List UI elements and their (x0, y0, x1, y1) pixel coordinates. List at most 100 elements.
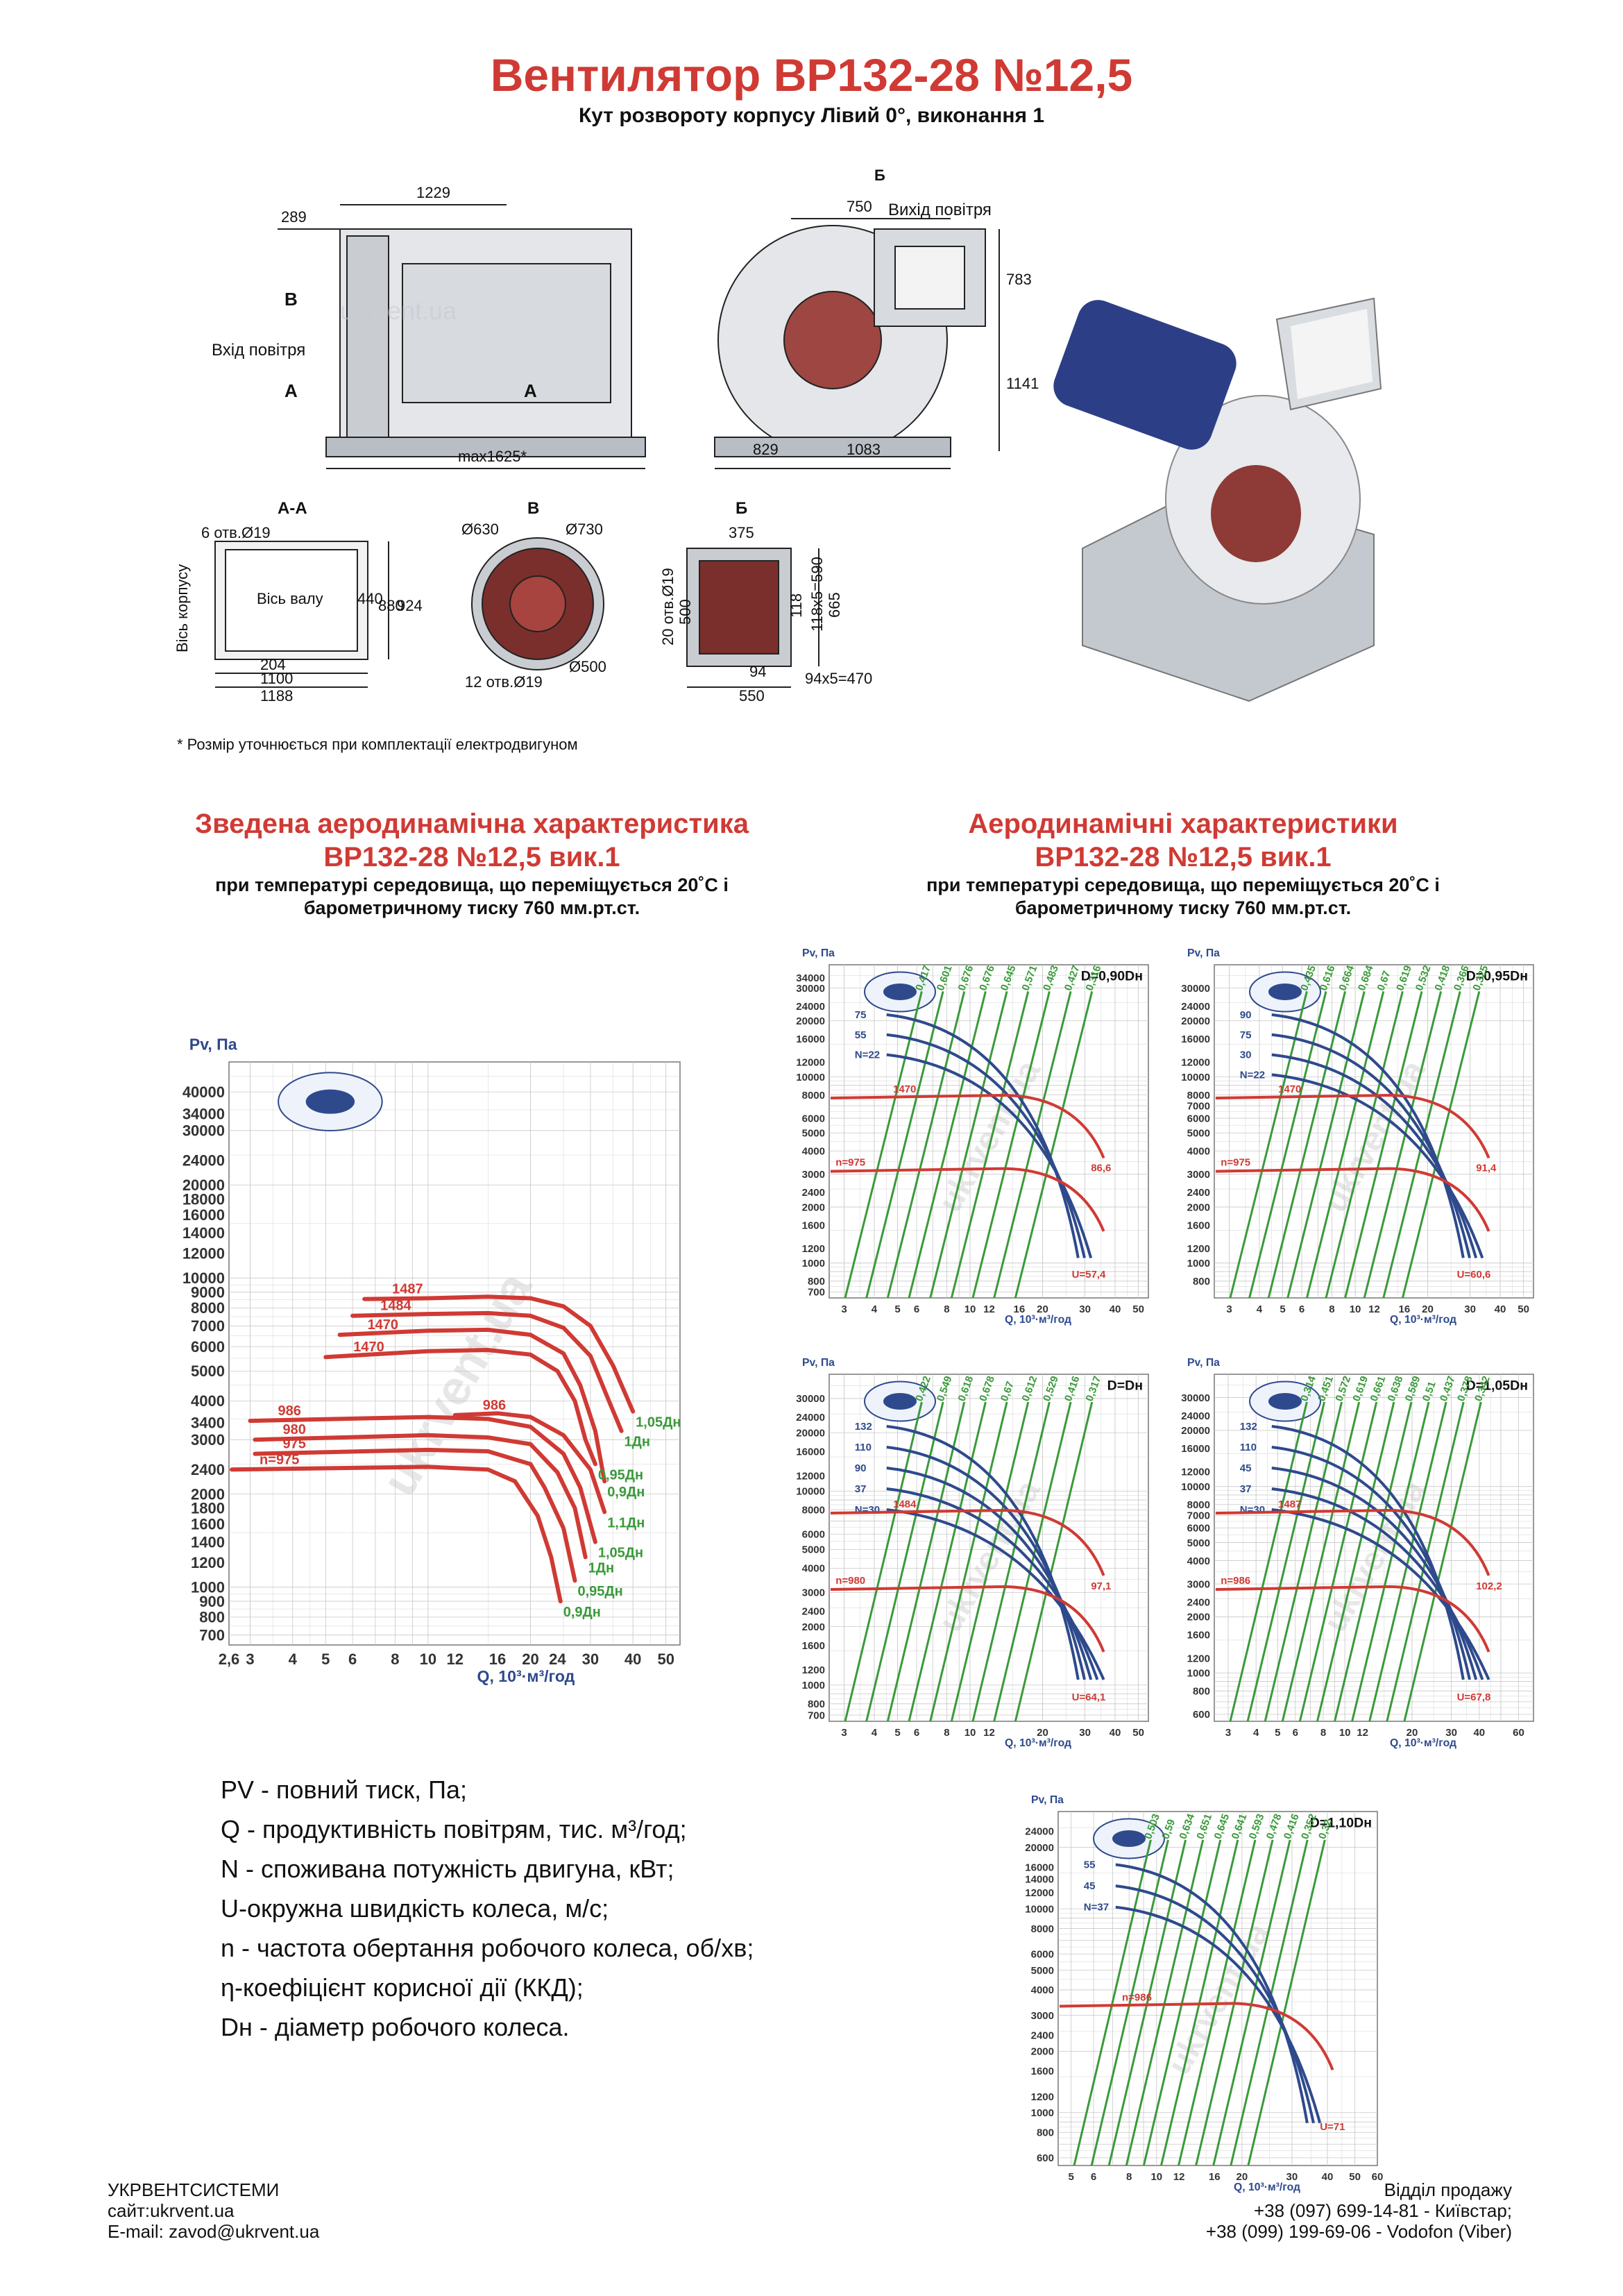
dim-550: 550 (739, 687, 765, 704)
company-site[interactable]: сайт:ukrvent.ua (108, 2200, 235, 2221)
detail-cond-1: при температурі середовища, що переміщує… (926, 875, 1440, 895)
dim-1141: 1141 (1006, 375, 1039, 392)
legend-pv: PV - повний тиск, Па; (221, 1775, 468, 1804)
x-tick-label: 20 (522, 1651, 538, 1668)
footer-left: УКРВЕНТСИСТЕМИ сайт:ukrvent.ua E-mail: z… (108, 2179, 319, 2242)
x-tick-label: 16 (1209, 2171, 1221, 2183)
power-label: 90 (1240, 1009, 1252, 1021)
y-tick-label: 5000 (1187, 1128, 1210, 1140)
y-tick-label: 7000 (1187, 1100, 1210, 1112)
y-tick-label: 8000 (1031, 1923, 1054, 1935)
series-curve (362, 1294, 636, 1414)
x-tick-label: 5 (894, 1303, 900, 1315)
summary-cond-2: барометричному тиску 760 мм.рт.ст. (303, 897, 640, 918)
x-tick-label: 60 (1513, 1727, 1524, 1739)
y-tick-label: 1600 (1031, 2066, 1054, 2077)
y-tick-label: 20000 (182, 1176, 225, 1194)
x-tick-label: 10 (1339, 1727, 1351, 1739)
dim-783: 783 (1006, 271, 1032, 288)
x-axis-label: Q, 10³·м³/год (1005, 1314, 1071, 1326)
power-curve (886, 1446, 1086, 1680)
summary-cond-1: при температурі середовища, що переміщує… (215, 875, 729, 895)
x-tick-label: 30 (1445, 1727, 1457, 1739)
phone-vodafone[interactable]: +38 (099) 199-69-06 - Vodofon (Viber) (1205, 2221, 1512, 2242)
y-tick-label: 2400 (1031, 2029, 1054, 2041)
power-label: 45 (1084, 1880, 1096, 1892)
y-tick-label: 30000 (796, 1393, 825, 1405)
x-tick-label: 8 (1329, 1303, 1334, 1315)
power-curve (1271, 1013, 1465, 1258)
phone-kyivstar[interactable]: +38 (097) 699-14-81 - Київстар; (1253, 2200, 1512, 2221)
y-tick-label: 5000 (1031, 1965, 1054, 1977)
speed-curve (830, 1093, 1105, 1159)
power-label: N=30 (1240, 1504, 1265, 1516)
series-speed-label: 1487 (392, 1282, 423, 1297)
x-tick-label: 12 (983, 1303, 995, 1315)
x-tick-label: 20 (1422, 1303, 1434, 1315)
power-label: N=30 (855, 1504, 880, 1516)
x-tick-label: 4 (1253, 1727, 1259, 1739)
series-curve (253, 1433, 588, 1560)
y-tick-label: 30000 (1181, 983, 1210, 995)
y-tick-label: 7000 (1187, 1510, 1210, 1522)
power-curve (1271, 1446, 1471, 1680)
chart-title: D=0,95Dн (1466, 969, 1528, 984)
y-tick-label: 5000 (802, 1128, 825, 1140)
logo-fan-icon (883, 984, 917, 1000)
page-title: Вентилятор ВР132-28 №12,5 (490, 49, 1133, 101)
company-email[interactable]: E-mail: zavod@ukrvent.ua (108, 2221, 320, 2242)
detail-cond-2: барометричному тиску 760 мм.рт.ст. (1014, 897, 1352, 918)
y-tick-label: 600 (1193, 1709, 1210, 1721)
y-tick-label: 1000 (1031, 2107, 1054, 2119)
drawing-watermark: ukrvent.ua (340, 296, 457, 325)
x-tick-label: 2,6 (219, 1651, 240, 1668)
y-tick-label: 20000 (796, 1015, 825, 1027)
y-axis-label: Pv, Па (1031, 1794, 1064, 1806)
series-speed-label: 986 (483, 1398, 506, 1413)
power-label: N=22 (1240, 1069, 1265, 1081)
y-tick-label: 600 (1037, 2152, 1054, 2164)
dim-440: 440 (357, 590, 383, 607)
y-tick-label: 30000 (1181, 1392, 1210, 1404)
efficiency-line (844, 991, 923, 1299)
detail-header: Аеродинамічні характеристики ВР132-28 №1… (853, 807, 1513, 920)
legend-q: Q - продуктивність повітрям, тис. м³/год… (221, 1815, 687, 1843)
x-tick-label: 4 (289, 1651, 298, 1668)
dim-118: 118 (788, 593, 805, 618)
y-tick-label: 9000 (191, 1283, 225, 1301)
efficiency-line (971, 1401, 1051, 1722)
y-tick-label: 900 (199, 1593, 225, 1610)
series-speed-label: 986 (278, 1403, 300, 1419)
dim-375: 375 (729, 524, 754, 541)
dim-max1625: max1625* (458, 448, 527, 465)
grid (229, 1062, 680, 1645)
y-tick-label: 24000 (182, 1152, 225, 1170)
y-tick-label: 5000 (1187, 1537, 1210, 1549)
y-tick-label: 10000 (1181, 1072, 1210, 1083)
efficiency-line (1325, 991, 1404, 1299)
y-tick-label: 2400 (191, 1461, 225, 1478)
y-tick-label: 1000 (802, 1258, 825, 1269)
efficiency-line (886, 1401, 966, 1722)
dim-118x5: 118x5=590 (808, 557, 826, 632)
series-diameter-label: 1Дн (588, 1561, 614, 1576)
series-curve (452, 1411, 607, 1514)
y-tick-label: 2400 (1187, 1596, 1210, 1608)
y-tick-label: 2000 (1031, 2046, 1054, 2058)
x-tick-label: 6 (348, 1651, 357, 1668)
u-speed-label: U=60,6 (1457, 1269, 1491, 1281)
speed-curve (1215, 1093, 1490, 1159)
y-tick-label: 2400 (802, 1606, 825, 1618)
y-tick-label: 40000 (182, 1083, 225, 1101)
x-tick-label: 5 (1280, 1303, 1285, 1315)
x-tick-label: 10 (1350, 1303, 1361, 1315)
x-tick-label: 6 (1091, 2171, 1096, 2183)
efficiency-line (1107, 1839, 1187, 2166)
y-tick-label: 30000 (182, 1122, 225, 1140)
efficiency-line (1281, 1401, 1361, 1722)
y-tick-label: 8000 (802, 1090, 825, 1101)
label-air-out: Вихід повітря (888, 201, 992, 219)
power-curve (1115, 1884, 1315, 2124)
y-tick-label: 3400 (191, 1415, 225, 1432)
x-tick-label: 3 (841, 1727, 847, 1739)
